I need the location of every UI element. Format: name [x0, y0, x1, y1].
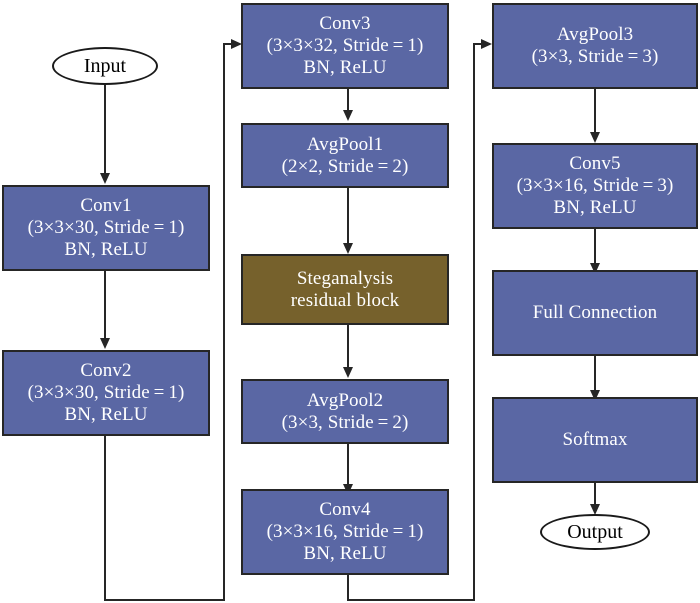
node-conv2: Conv2 (3×3×30, Stride = 1) BN, ReLU	[2, 350, 210, 436]
arrowhead-avgpool3-to-conv5	[589, 132, 600, 143]
edge-conv4-down	[347, 574, 349, 601]
node-avgpool1: AvgPool1 (2×2, Stride = 2)	[241, 123, 449, 188]
output-terminal-label: Output	[567, 520, 623, 543]
edge-conv2-across-bottom	[104, 599, 225, 601]
input-terminal: Input	[52, 47, 158, 85]
node-conv3: Conv3 (3×3×32, Stride = 1) BN, ReLU	[241, 3, 449, 89]
edge-input-to-conv1	[104, 85, 106, 174]
node-avgpool1-line-1: AvgPool1	[306, 133, 384, 155]
node-avgpool3: AvgPool3 (3×3, Stride = 3)	[492, 3, 698, 89]
node-residual-line-1: Steganalysis	[296, 267, 394, 289]
edge-avgpool3-to-conv5	[594, 88, 596, 134]
arrowhead-conv3-to-avgpool1	[342, 110, 353, 121]
node-conv4-line-1: Conv4	[319, 499, 371, 521]
node-conv1-line-1: Conv1	[80, 195, 132, 217]
node-conv5-line-3: BN, ReLU	[553, 196, 637, 218]
arrowhead-fc-to-softmax	[589, 390, 600, 401]
arrowhead-residual-to-avgpool2	[342, 367, 353, 378]
edge-conv3-to-avgpool1	[347, 88, 349, 112]
arrowhead-into-avgpool3	[481, 38, 492, 49]
arrowhead-conv1-to-conv2	[99, 338, 110, 349]
node-conv5-line-1: Conv5	[569, 153, 621, 175]
edge-fc-to-softmax	[594, 355, 596, 392]
edge-conv5-to-fc	[594, 228, 596, 265]
node-full-connection: Full Connection	[492, 270, 698, 356]
arrowhead-softmax-to-output	[589, 504, 600, 515]
node-steganalysis-residual-block: Steganalysis residual block	[241, 254, 449, 325]
edge-avgpool2-to-conv4	[347, 443, 349, 486]
node-conv3-line-2: (3×3×32, Stride = 1)	[266, 35, 424, 57]
input-terminal-label: Input	[83, 54, 127, 77]
edge-residual-to-avgpool2	[347, 324, 349, 369]
node-conv4-line-2: (3×3×16, Stride = 1)	[266, 521, 424, 543]
node-conv5: Conv5 (3×3×16, Stride = 3) BN, ReLU	[492, 143, 698, 229]
edge-bottom-up-to-avgpool3	[473, 43, 475, 601]
node-avgpool3-line-2: (3×3, Stride = 3)	[531, 46, 659, 67]
arrowhead-conv5-to-fc	[589, 263, 600, 274]
node-conv1-line-2: (3×3×30, Stride = 1)	[27, 217, 185, 239]
node-residual-line-2: residual block	[290, 289, 400, 311]
edge-bottom-up-to-conv3	[223, 43, 225, 601]
node-full-connection-line-1: Full Connection	[532, 302, 658, 324]
node-avgpool2-line-1: AvgPool2	[306, 389, 384, 411]
node-conv4: Conv4 (3×3×16, Stride = 1) BN, ReLU	[241, 489, 449, 575]
node-conv5-line-2: (3×3×16, Stride = 3)	[516, 175, 674, 197]
node-conv2-line-1: Conv2	[80, 360, 132, 382]
arrowhead-into-conv3	[231, 38, 242, 49]
node-conv2-line-2: (3×3×30, Stride = 1)	[27, 382, 185, 404]
node-conv2-line-3: BN, ReLU	[64, 403, 148, 425]
output-terminal: Output	[540, 514, 650, 550]
node-avgpool1-line-2: (2×2, Stride = 2)	[281, 155, 409, 177]
edge-avgpool1-to-residual	[347, 187, 349, 245]
arrowhead-avgpool1-to-residual	[342, 243, 353, 254]
node-conv3-line-3: BN, ReLU	[303, 56, 387, 78]
edge-conv1-to-conv2	[104, 270, 106, 339]
arrowhead-input-to-conv1	[99, 173, 110, 184]
node-avgpool2-line-2: (3×3, Stride = 2)	[281, 411, 409, 433]
node-conv3-line-1: Conv3	[319, 13, 371, 35]
node-avgpool3-line-1: AvgPool3	[556, 24, 634, 46]
node-avgpool2: AvgPool2 (3×3, Stride = 2)	[241, 379, 449, 444]
node-softmax-line-1: Softmax	[562, 429, 628, 451]
node-conv1: Conv1 (3×3×30, Stride = 1) BN, ReLU	[2, 185, 210, 271]
edge-conv2-down	[104, 435, 106, 601]
edge-conv4-across-bottom	[347, 599, 475, 601]
node-conv4-line-3: BN, ReLU	[303, 542, 387, 564]
node-conv1-line-3: BN, ReLU	[64, 238, 148, 260]
node-softmax: Softmax	[492, 397, 698, 483]
edge-softmax-to-output	[594, 482, 596, 506]
